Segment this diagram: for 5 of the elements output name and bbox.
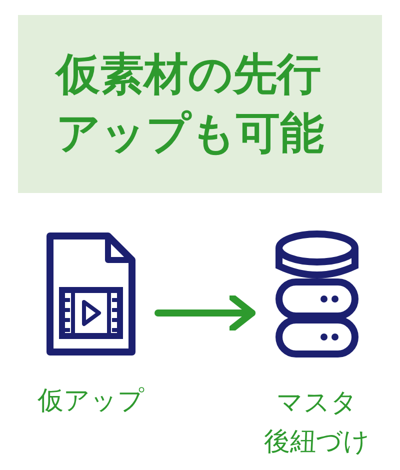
title: 仮素材の先行アップも可能: [56, 48, 325, 161]
arrow: [154, 294, 256, 332]
node-label: マスタ: [276, 387, 358, 420]
node-label: 仮アップ: [38, 385, 144, 418]
node-label: 後紐づけ: [264, 426, 370, 459]
